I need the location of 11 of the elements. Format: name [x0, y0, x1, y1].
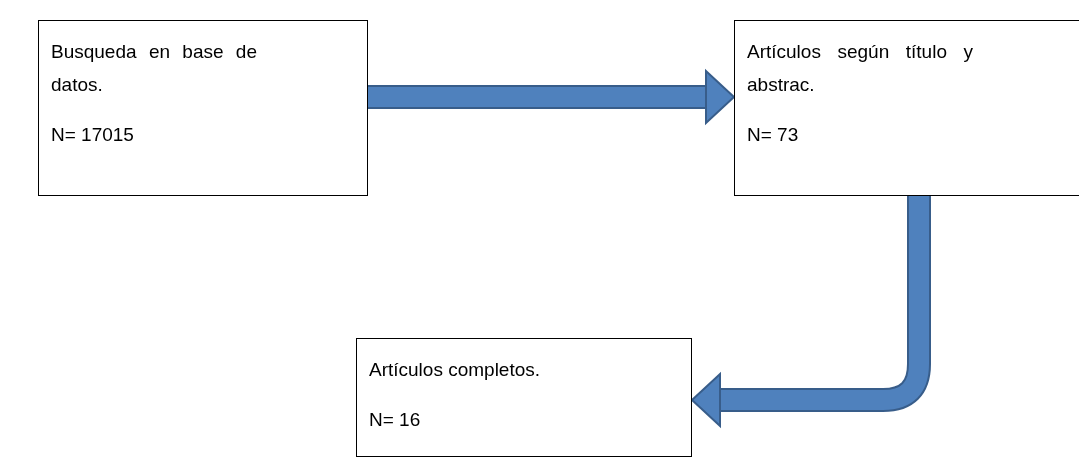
box-text: Artículos según título y abstrac. — [747, 40, 973, 97]
block-arrow — [368, 68, 736, 126]
count-text: N= 73 — [747, 123, 800, 147]
process-box — [734, 20, 1079, 196]
block-arrow — [690, 196, 931, 429]
count-text: N= 17015 — [51, 123, 135, 147]
box-text: Busqueda en base de datos. — [51, 40, 257, 97]
process-box — [38, 20, 368, 196]
process-box — [356, 338, 692, 457]
box-text: Artículos completos. — [369, 358, 542, 382]
count-text: N= 16 — [369, 408, 422, 432]
